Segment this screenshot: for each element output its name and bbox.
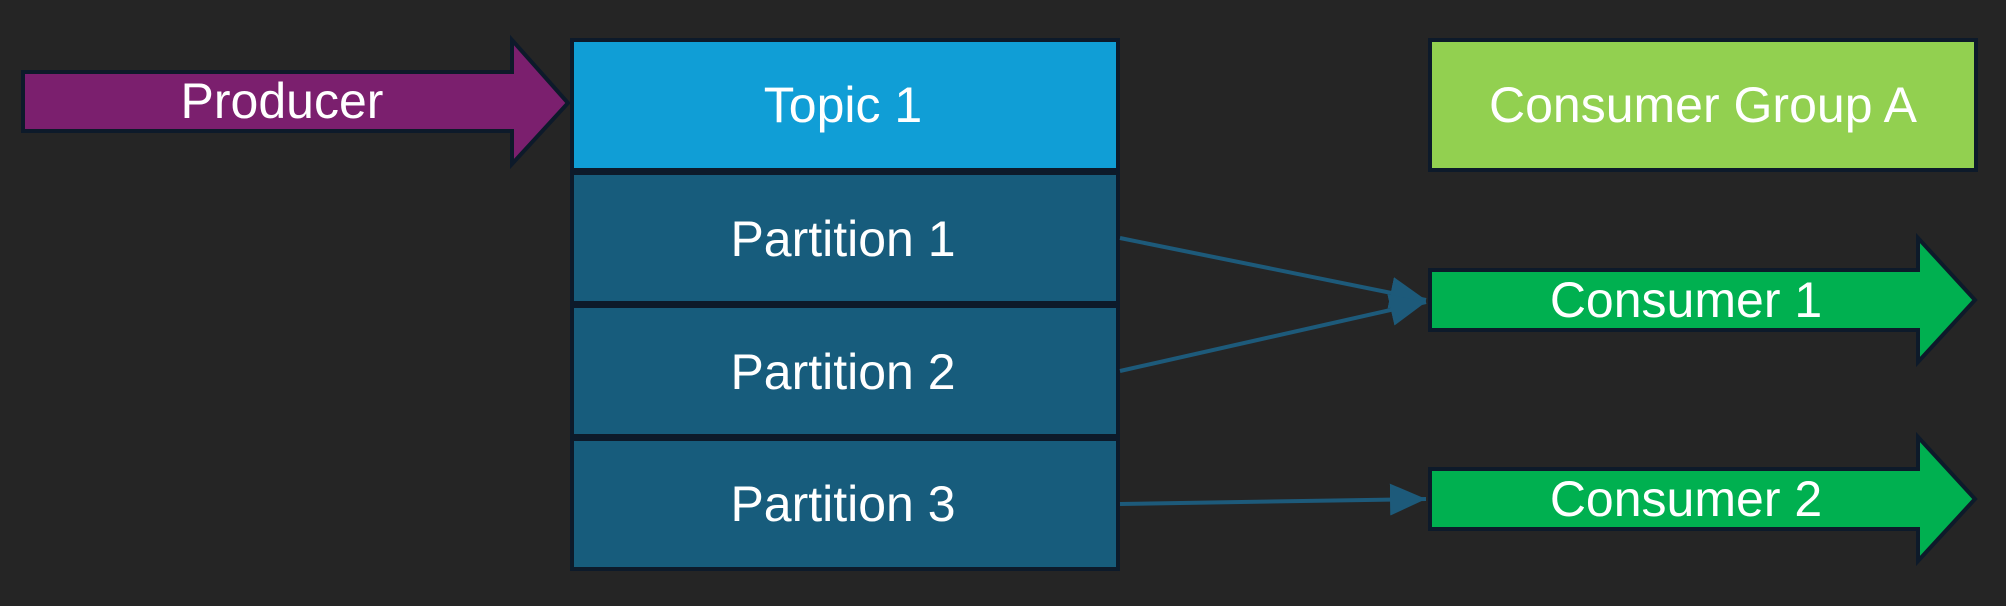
consumer-arrow-2: Consumer 2 xyxy=(1428,431,1978,567)
consumer-group-box: Consumer Group A xyxy=(1428,38,1978,172)
topic-label: Topic 1 xyxy=(764,77,922,133)
connector-partition3-consumer2 xyxy=(1119,483,1427,516)
consumer-label: Consumer 1 xyxy=(1550,272,1822,328)
partition-box-3: Partition 3 xyxy=(570,437,1120,571)
partition-box-2: Partition 2 xyxy=(570,304,1120,438)
partition-label: Partition 1 xyxy=(730,211,955,267)
partition-label: Partition 2 xyxy=(730,344,955,400)
topic-box: Topic 1 xyxy=(570,38,1120,172)
connector-partition2-consumer1 xyxy=(1119,294,1427,373)
consumer-arrow-1: Consumer 1 xyxy=(1428,232,1978,368)
consumer-label: Consumer 2 xyxy=(1550,471,1822,527)
producer-arrow: Producer xyxy=(21,34,571,170)
consumer-group-label: Consumer Group A xyxy=(1489,77,1918,133)
partition-box-1: Partition 1 xyxy=(570,171,1120,305)
connector-partition1-consumer1 xyxy=(1119,236,1427,309)
partition-label: Partition 3 xyxy=(730,476,955,532)
producer-label: Producer xyxy=(181,73,384,129)
